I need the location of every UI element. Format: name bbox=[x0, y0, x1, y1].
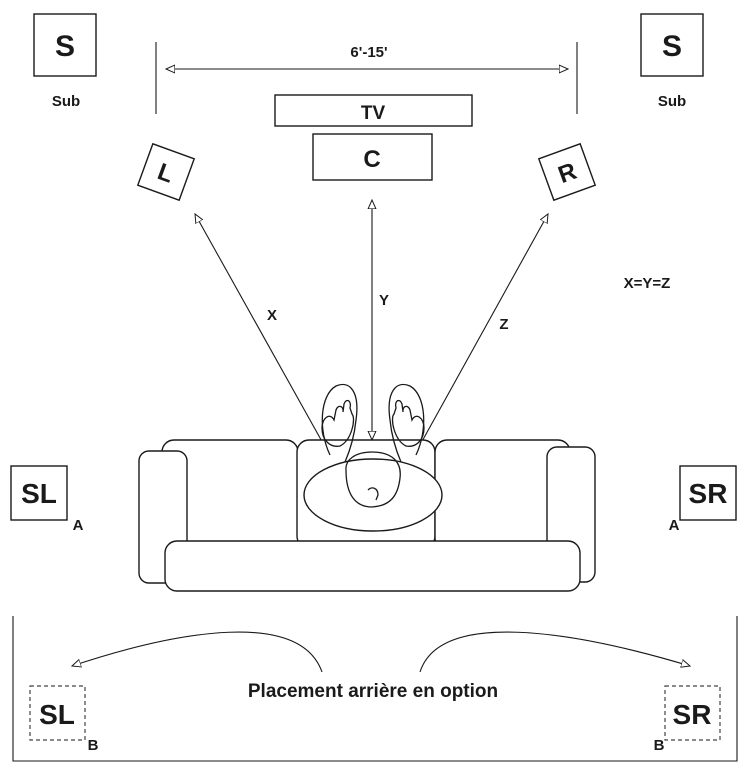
rear-right-speaker: SR bbox=[664, 685, 721, 741]
z-distance-label: Z bbox=[499, 316, 508, 333]
surround-left-speaker: SL bbox=[10, 465, 68, 521]
sub-right-caption: Sub bbox=[658, 93, 686, 110]
rear-right-tag: B bbox=[654, 737, 665, 754]
x-distance-label: X bbox=[267, 307, 277, 324]
y-distance-label: Y bbox=[379, 292, 389, 309]
center-speaker: C bbox=[312, 133, 433, 181]
tv-screen: TV bbox=[274, 94, 473, 127]
svg-text:SR: SR bbox=[689, 478, 728, 509]
listener-figure bbox=[303, 383, 443, 532]
rear-option-caption: Placement arrière en option bbox=[248, 681, 498, 702]
width-range-label: 6'-15' bbox=[350, 44, 387, 61]
equal-distance-equation: X=Y=Z bbox=[624, 275, 671, 292]
x-distance-line bbox=[195, 214, 334, 463]
svg-text:S: S bbox=[55, 30, 75, 63]
rear-left-tag: B bbox=[88, 737, 99, 754]
svg-text:SR: SR bbox=[673, 699, 712, 730]
svg-text:TV: TV bbox=[361, 103, 386, 124]
sub-left-caption: Sub bbox=[52, 93, 80, 110]
svg-text:SL: SL bbox=[21, 478, 57, 509]
surround-left-tag: A bbox=[73, 517, 84, 534]
surround-right-speaker: SR bbox=[679, 465, 737, 521]
z-distance-line bbox=[410, 214, 548, 463]
rear-left-speaker: SL bbox=[29, 685, 86, 741]
front-right-speaker: R bbox=[537, 142, 597, 202]
sub-left-speaker: S bbox=[33, 13, 97, 77]
front-left-speaker: L bbox=[136, 142, 196, 202]
svg-text:SL: SL bbox=[39, 699, 75, 730]
sub-right-speaker: S bbox=[640, 13, 704, 77]
rear-left-curve-arrow bbox=[72, 631, 323, 673]
svg-text:C: C bbox=[363, 146, 380, 173]
svg-text:S: S bbox=[662, 30, 682, 63]
rear-right-curve-arrow bbox=[419, 631, 690, 673]
surround-right-tag: A bbox=[669, 517, 680, 534]
rear-zone-border bbox=[12, 616, 738, 762]
